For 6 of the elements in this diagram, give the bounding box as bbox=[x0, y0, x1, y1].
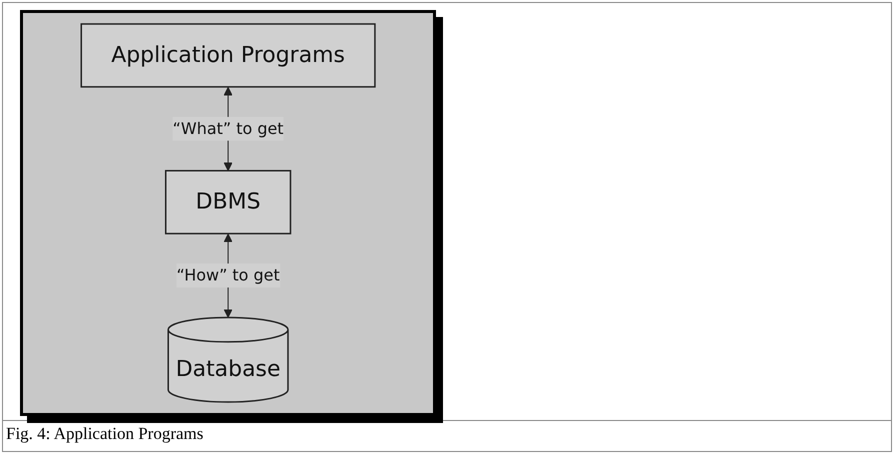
caption: Fig. 4: Application Programs bbox=[6, 424, 204, 444]
edge-label: “What” to get bbox=[172, 116, 284, 141]
process-box: DBMS bbox=[164, 170, 292, 234]
database-cylinder: Database bbox=[167, 316, 289, 403]
edge-label: “How” to get bbox=[176, 264, 280, 288]
process-box: Application Programs bbox=[80, 23, 376, 88]
